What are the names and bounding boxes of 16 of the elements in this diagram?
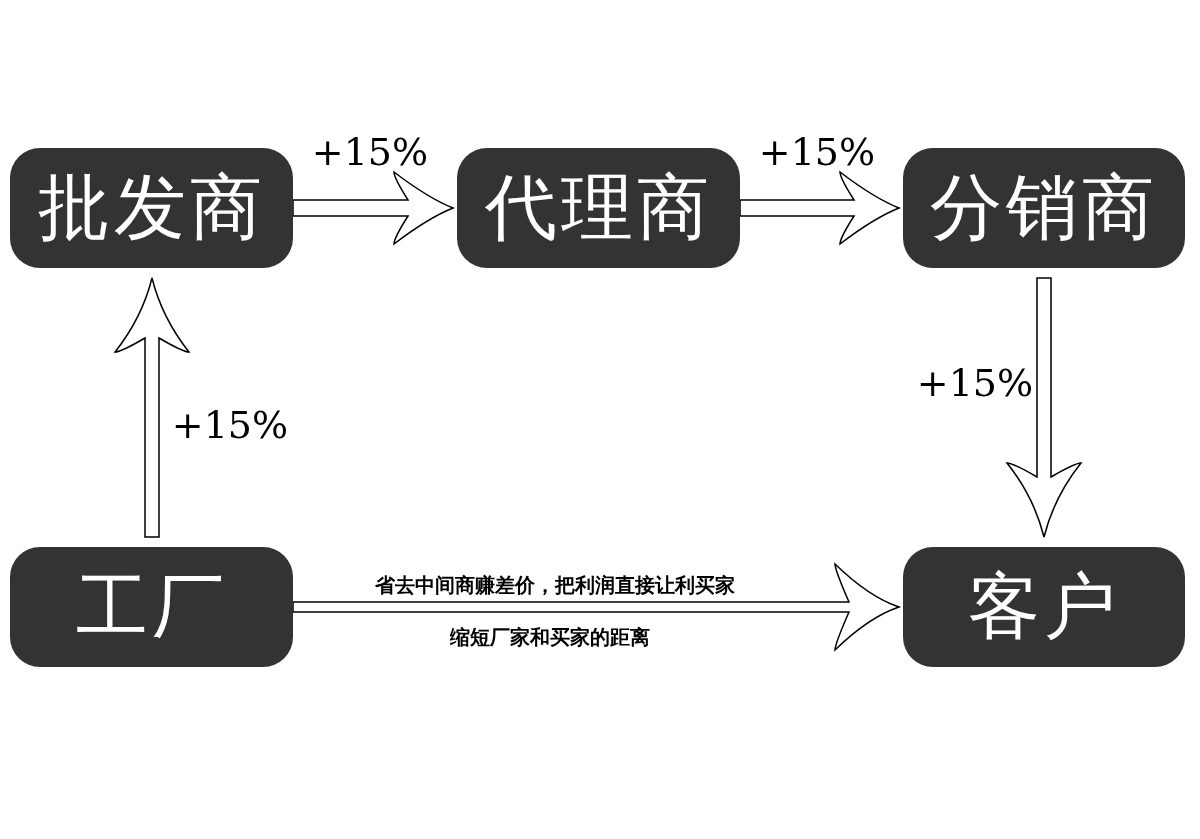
edge-label: +15% (311, 130, 429, 174)
arrow (292, 563, 900, 651)
arrow (739, 171, 900, 245)
rounded-box: 工厂 (10, 547, 293, 667)
arrow (292, 171, 454, 245)
rounded-box: 分销商 (903, 148, 1185, 268)
edge-label: 省去中间商赚差价，把利润直接让利买家 (375, 571, 735, 599)
arrow (114, 277, 190, 538)
rounded-box: 代理商 (457, 148, 740, 268)
edge-label: +15% (916, 361, 1034, 405)
edge-label: +15% (758, 130, 876, 174)
rounded-box: 客户 (903, 547, 1185, 667)
note-text: 缩短厂家和买家的距离 (450, 623, 650, 651)
edge-label: +15% (171, 403, 289, 447)
arrow (1006, 277, 1082, 538)
rounded-box: 批发商 (10, 148, 293, 268)
